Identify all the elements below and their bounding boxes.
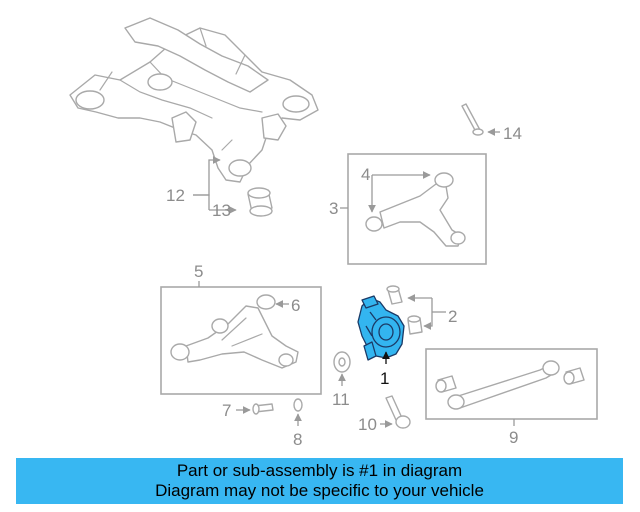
callout-13: 13 <box>212 201 231 220</box>
callout-12: 12 <box>166 186 185 205</box>
callout-2: 2 <box>448 307 457 326</box>
lateral-link <box>435 360 585 410</box>
callout-3: 3 <box>329 199 338 218</box>
box-5: 5 6 <box>160 262 322 395</box>
subframe-drawing <box>69 17 319 183</box>
callout-10-group: 10 <box>358 395 411 434</box>
box-9: 9 <box>425 348 598 447</box>
callout-8-group: 8 <box>293 398 303 449</box>
callout-7-group: 7 <box>222 401 274 420</box>
info-banner: Part or sub-assembly is #1 in diagram Di… <box>16 458 623 504</box>
callout-9: 9 <box>509 428 518 447</box>
upper-arm <box>365 172 466 247</box>
callout-1: 1 <box>380 369 389 388</box>
callout-7: 7 <box>222 401 231 420</box>
callout-11: 11 <box>332 390 350 409</box>
knuckle-part-1[interactable]: 1 <box>357 295 405 388</box>
lower-arm <box>170 294 299 369</box>
callout-10: 10 <box>358 415 377 434</box>
banner-line-2: Diagram may not be specific to your vehi… <box>155 481 484 500</box>
callout-14: 14 <box>503 124 522 143</box>
banner-line-1: Part or sub-assembly is #1 in diagram <box>176 461 463 480</box>
box-3: 3 4 <box>329 153 487 265</box>
callout-6: 6 <box>291 296 300 315</box>
callout-8: 8 <box>293 430 302 449</box>
callout-5: 5 <box>194 262 203 281</box>
callout-12-group: 12 13 <box>166 156 273 220</box>
bushing-13 <box>247 187 273 217</box>
callout-4: 4 <box>361 165 370 184</box>
callout-2-group: 2 <box>386 285 457 335</box>
callout-11-group: 11 <box>332 351 351 409</box>
callout-14-group: 14 <box>461 103 522 143</box>
